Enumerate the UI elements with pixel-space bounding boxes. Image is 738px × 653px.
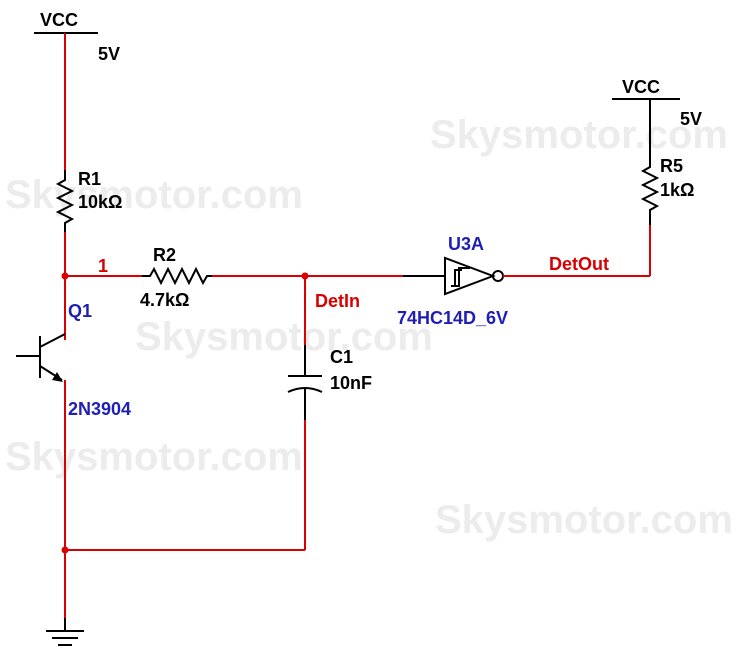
watermark: Skysmotor.com [435, 498, 733, 542]
r1-ref: R1 [78, 169, 101, 189]
q1-value: 2N3904 [68, 399, 131, 419]
resistor-icon [142, 266, 212, 286]
schmitt-trigger-inverter-icon [403, 256, 504, 296]
vcc-voltage-right: 5V [680, 109, 702, 129]
ground-icon [46, 618, 84, 646]
net-label-detin: DetIn [315, 291, 360, 311]
resistor-icon [55, 170, 75, 232]
transistor-q1[interactable]: Q1 2N3904 [16, 301, 131, 419]
resistor-r5[interactable]: R5 1kΩ [640, 156, 694, 225]
net-label-1: 1 [98, 256, 108, 276]
u3a-value: 74HC14D_6V [397, 308, 508, 328]
watermark: Skysmotor.com [5, 435, 303, 479]
vcc-symbol-right: VCC 5V [612, 77, 702, 158]
inverter-u3a[interactable]: U3A 74HC14D_6V [397, 234, 508, 328]
watermark: Skysmotor.com [430, 113, 728, 157]
resistor-icon [640, 158, 660, 225]
capacitor-icon [287, 345, 323, 420]
vcc-symbol-left: VCC 5V [34, 10, 120, 170]
u3a-ref: U3A [448, 234, 484, 254]
vcc-voltage-left: 5V [98, 44, 120, 64]
watermark: Skysmotor.com [135, 315, 433, 359]
q1-ref: Q1 [68, 301, 92, 321]
resistor-r1[interactable]: R1 10kΩ [55, 169, 122, 232]
resistor-r2[interactable]: R2 4.7kΩ [140, 245, 212, 310]
r5-value: 1kΩ [660, 180, 694, 200]
r1-value: 10kΩ [78, 192, 122, 212]
vcc-label-right: VCC [622, 77, 660, 97]
npn-transistor-icon [16, 333, 66, 382]
watermark-layer: Skysmotor.com Skysmotor.com Skysmotor.co… [5, 113, 733, 542]
watermark: Skysmotor.com [5, 173, 303, 217]
vcc-label-left: VCC [40, 10, 78, 30]
r2-value: 4.7kΩ [140, 290, 189, 310]
r5-ref: R5 [660, 156, 683, 176]
c1-ref: C1 [330, 347, 353, 367]
capacitor-c1[interactable]: C1 10nF [287, 345, 372, 420]
net-label-detout: DetOut [549, 254, 609, 274]
c1-value: 10nF [330, 373, 372, 393]
r2-ref: R2 [153, 245, 176, 265]
